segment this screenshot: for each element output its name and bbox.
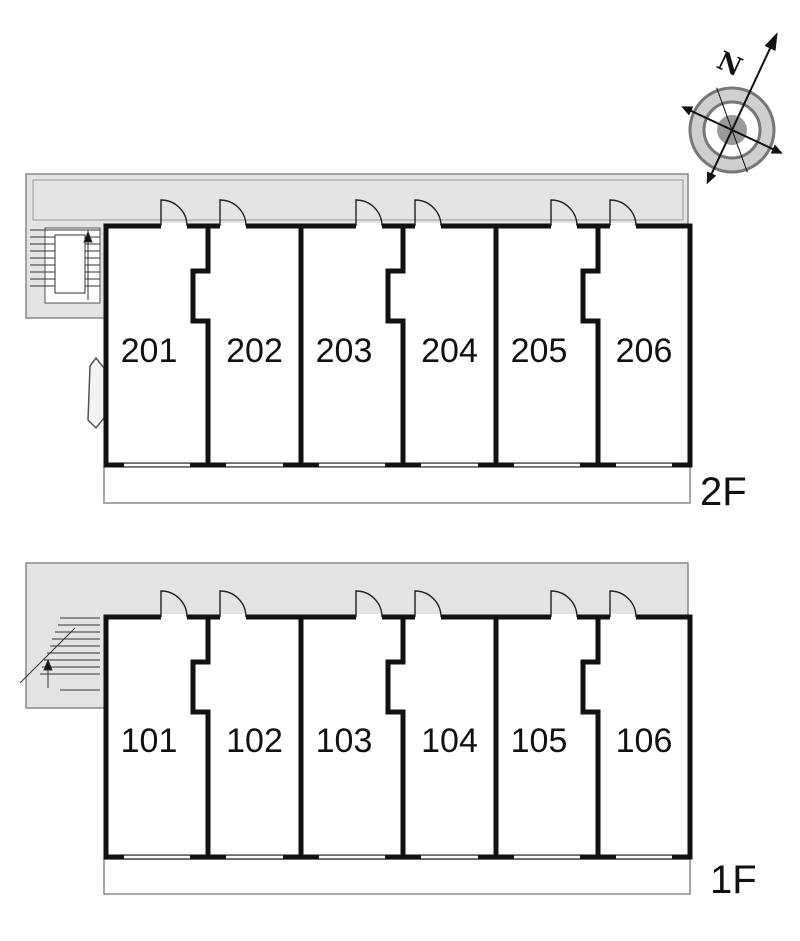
unit-label-202: 202 [226, 332, 283, 370]
unit-label-203: 203 [316, 332, 373, 370]
party-wall [580, 226, 601, 465]
unit-label-103: 103 [316, 722, 373, 760]
unit-label-204: 204 [421, 332, 478, 370]
floor-1f: 101 102 103 104 105 106 [19, 562, 693, 895]
balcony-bay-2f [87, 356, 105, 430]
unit-label-205: 205 [511, 332, 568, 370]
party-wall [190, 226, 211, 465]
door-icon [414, 590, 442, 620]
unit-label-101: 101 [121, 722, 178, 760]
floor-label-2f: 2F [700, 470, 747, 514]
balcony-strip-1f [103, 858, 691, 895]
staircase-1f [19, 617, 100, 691]
unit-label-206: 206 [616, 332, 673, 370]
staircase-2f [30, 227, 101, 304]
compass-rose-icon: N [681, 32, 783, 185]
unit-label-201: 201 [121, 332, 178, 370]
north-label: N [712, 46, 746, 83]
building-outline [103, 223, 693, 468]
floor-label-1f: 1F [710, 858, 757, 902]
door-icon [160, 199, 188, 229]
door-icon [550, 590, 578, 620]
party-wall [385, 617, 406, 857]
door-icon [219, 590, 247, 620]
door-icon [550, 199, 578, 229]
balcony-strip-2f [103, 465, 691, 504]
door-icon [160, 590, 188, 620]
door-icon [355, 199, 383, 229]
unit-label-106: 106 [616, 722, 673, 760]
unit-label-104: 104 [421, 722, 478, 760]
unit-label-105: 105 [511, 722, 568, 760]
building-outline [103, 614, 693, 860]
party-wall [580, 617, 601, 857]
door-icon [414, 199, 442, 229]
unit-label-102: 102 [226, 722, 283, 760]
door-icon [609, 199, 637, 229]
door-icon [609, 590, 637, 620]
door-icon [219, 199, 247, 229]
door-icon [355, 590, 383, 620]
floor-2f: 201 202 203 204 205 206 [25, 173, 693, 504]
party-wall [385, 226, 406, 465]
party-wall [190, 617, 211, 857]
